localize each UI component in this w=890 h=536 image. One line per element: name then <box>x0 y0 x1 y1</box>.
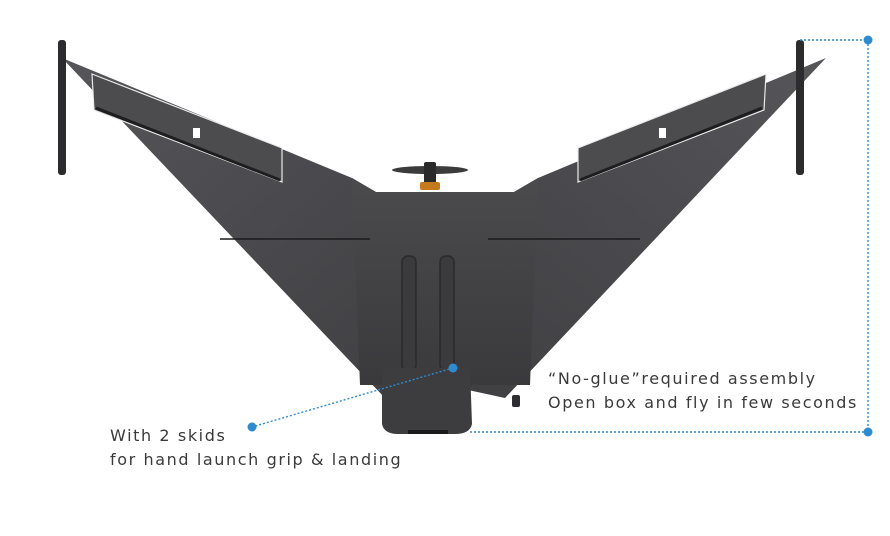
right-skid <box>439 255 455 372</box>
left-control-horn <box>193 128 200 138</box>
assembly-caption-line2: Open box and fly in few seconds <box>548 393 858 412</box>
callout-dot <box>448 363 458 373</box>
skids-caption: With 2 skids for hand launch grip & land… <box>110 424 402 472</box>
right-control-horn <box>659 128 666 138</box>
right-elevon-hinge <box>579 106 763 182</box>
left-skid <box>401 255 417 372</box>
left-elevon <box>91 73 283 183</box>
nose-pod <box>382 368 472 434</box>
callout-dot <box>863 427 873 437</box>
right-wing <box>445 58 826 398</box>
left-winglet <box>58 40 66 175</box>
assembly-caption: “No-glue”required assembly Open box and … <box>548 367 858 415</box>
skids-caption-line2: for hand launch grip & landing <box>110 450 403 469</box>
prop-bay <box>362 172 528 192</box>
skids-caption-line1: With 2 skids <box>110 426 227 445</box>
rear-fin <box>512 395 520 407</box>
flying-wing-drone-icon <box>58 40 826 434</box>
right-winglet <box>796 40 804 175</box>
right-elevon <box>577 73 767 183</box>
callout-dot <box>247 422 257 432</box>
callout-dot <box>863 35 873 45</box>
left-wing <box>62 58 445 398</box>
assembly-caption-line1: “No-glue”required assembly <box>548 369 817 388</box>
span-dimension-callout <box>470 35 873 437</box>
nose-vent <box>408 430 448 434</box>
propeller-icon <box>392 162 468 190</box>
skids-callout <box>247 363 458 432</box>
left-elevon-hinge <box>95 106 281 182</box>
